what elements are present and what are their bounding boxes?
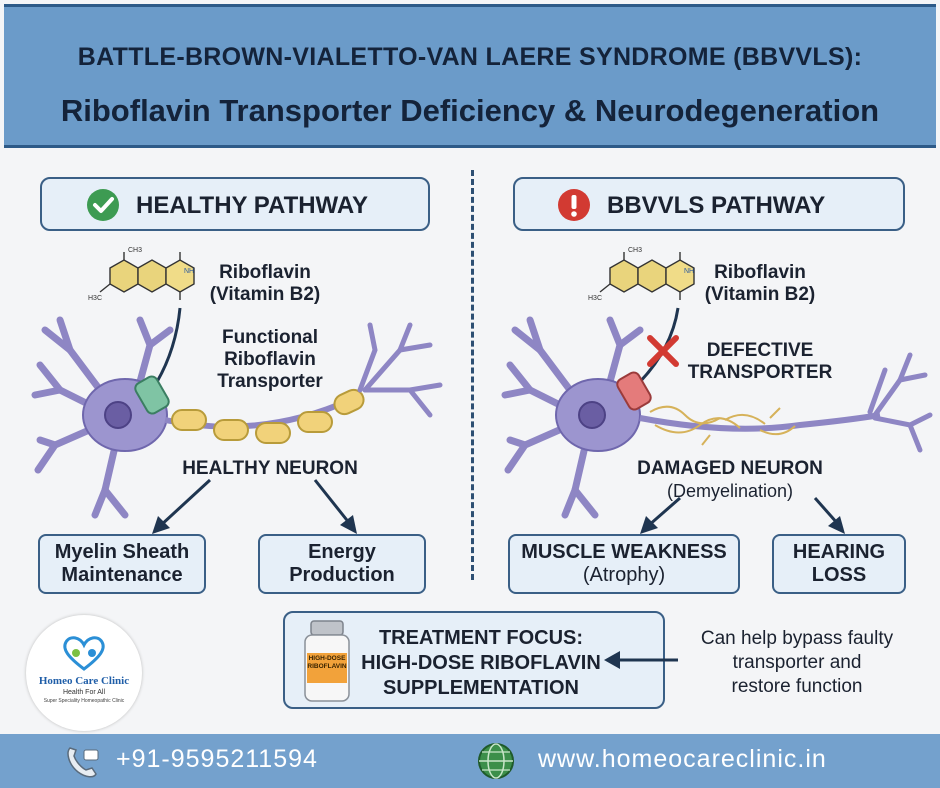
pathway-divider	[471, 170, 474, 580]
bbvvls-molecule-label: Riboflavin (Vitamin B2)	[704, 262, 816, 305]
healthy-heading-text: HEALTHY PATHWAY	[136, 192, 369, 219]
outcome-energy-production: Energy Production	[258, 534, 426, 594]
page-title: BATTLE-BROWN-VIALETTO-VAN LAERE SYNDROME…	[77, 43, 863, 71]
alert-icon	[558, 189, 590, 221]
supplement-bottle-icon	[304, 620, 350, 702]
healthy-neuron-illustration: CH3 H3C NH	[31, 247, 443, 534]
logo-name: Homeo Care Clinic	[38, 675, 130, 687]
defective-transporter-label: DEFECTIVE TRANSPORTER	[687, 340, 833, 383]
left-arrow-icon	[604, 651, 678, 669]
svg-text:NH: NH	[184, 268, 194, 275]
svg-text:NH: NH	[684, 268, 694, 275]
blocked-x-icon	[647, 335, 679, 367]
footer-bar: +91-9595211594 www.homeocareclinic.in	[0, 734, 940, 788]
svg-text:H3C: H3C	[88, 295, 102, 302]
bbvvls-heading-text: BBVVLS PATHWAY	[607, 192, 826, 219]
atrophy-label: (Atrophy)	[582, 564, 666, 586]
outcome-myelin-sheath: Myelin Sheath Maintenance	[38, 534, 206, 594]
treatment-line3: SUPPLEMENTATION	[383, 677, 579, 699]
outcome-muscle-weakness: MUSCLE WEAKNESS (Atrophy)	[508, 534, 740, 594]
logo-tagline: Health For All	[62, 689, 106, 696]
treatment-title: TREATMENT FOCUS:	[378, 627, 584, 649]
treatment-line2: HIGH-DOSE RIBOFLAVIN	[361, 652, 601, 674]
healthy-molecule-label: Riboflavin (Vitamin B2)	[209, 262, 321, 305]
treatment-box: HIGH-DOSE RIBOFLAVIN TREATMENT FOCUS: HI…	[283, 611, 665, 709]
clinic-logo: Homeo Care Clinic Health For All Super S…	[26, 615, 142, 731]
outcome-hearing-loss: HEARING LOSS	[772, 534, 906, 594]
footer-phone: +91-9595211594	[116, 745, 318, 773]
phone-icon	[67, 747, 99, 778]
healthy-neuron-label: HEALTHY NEURON	[182, 458, 358, 479]
functional-transporter-label: Functional Riboflavin Transporter	[217, 327, 323, 392]
riboflavin-molecule-icon	[99, 252, 195, 300]
heart-logo-icon	[63, 636, 105, 671]
svg-text:CH3: CH3	[628, 247, 642, 254]
globe-icon	[478, 743, 514, 779]
damaged-neuron-label: DAMAGED NEURON	[637, 458, 823, 479]
demyelination-label: (Demyelination)	[666, 481, 794, 501]
header-banner: BATTLE-BROWN-VIALETTO-VAN LAERE SYNDROME…	[4, 4, 936, 148]
logo-sub: Super Speciality Homeopathic Clinic	[43, 698, 125, 704]
treatment-note: Can help bypass faulty transporter and r…	[700, 628, 894, 697]
healthy-pathway-heading: HEALTHY PATHWAY	[40, 177, 430, 231]
riboflavin-molecule-icon	[599, 252, 695, 300]
page-subtitle: Riboflavin Transporter Deficiency & Neur…	[60, 93, 880, 128]
bottle-label: HIGH-DOSE RIBOFLAVIN	[307, 655, 347, 670]
check-icon	[87, 189, 119, 221]
svg-text:H3C: H3C	[588, 295, 602, 302]
footer-website[interactable]: www.homeocareclinic.in	[538, 745, 827, 773]
damaged-neuron-illustration: CH3 H3C NH	[501, 247, 933, 534]
bbvvls-pathway-heading: BBVVLS PATHWAY	[513, 177, 905, 231]
svg-text:CH3: CH3	[128, 247, 142, 254]
muscle-weakness-title: MUSCLE WEAKNESS	[521, 541, 727, 563]
